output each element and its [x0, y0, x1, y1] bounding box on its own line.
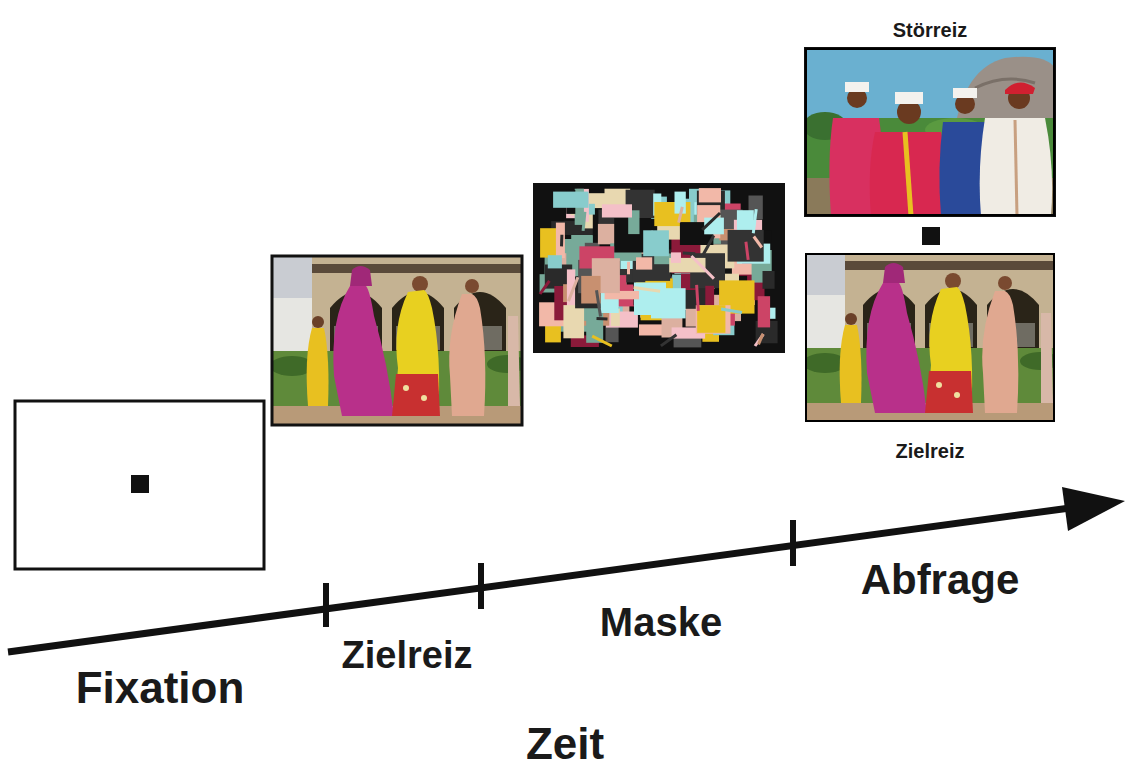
illustration-part	[627, 262, 630, 275]
illustration-part	[721, 309, 742, 313]
illustration-part	[563, 305, 584, 338]
phase-label: Zeit	[526, 720, 604, 768]
illustration-part	[634, 288, 661, 292]
time-tick	[478, 563, 484, 609]
illustration-part	[980, 118, 1052, 216]
illustration-part	[651, 288, 686, 318]
phase-label: Abfrage	[861, 557, 1020, 603]
illustration-part	[895, 92, 923, 104]
photo-panel: Zielreiz	[805, 253, 1055, 422]
illustration-part	[560, 235, 563, 247]
phase-label: Zielreiz	[342, 635, 473, 677]
time-tick	[323, 583, 329, 627]
illustration-part	[728, 230, 764, 262]
illustration-part	[270, 256, 527, 425]
time-axis	[8, 508, 1070, 652]
illustration-part	[556, 223, 565, 259]
photo-frame	[272, 256, 522, 425]
illustration-part	[755, 334, 763, 346]
fixation-dot	[922, 227, 940, 245]
target-photo	[270, 256, 527, 425]
photo-panel: Störreiz	[805, 48, 1055, 216]
distractor-photo	[803, 48, 1055, 216]
illustration-part	[758, 296, 770, 327]
illustration-part	[679, 207, 683, 223]
illustration-part	[691, 256, 714, 279]
stimulus-label: Zielreiz	[767, 440, 1093, 463]
mask-frame	[533, 183, 785, 353]
illustration-part	[597, 317, 608, 321]
photo-frame	[805, 48, 1055, 216]
time-tick	[790, 520, 796, 566]
phase-label: Fixation	[76, 664, 245, 712]
illustration-part	[548, 255, 562, 268]
mask-pattern	[539, 188, 778, 347]
illustration-part	[699, 188, 721, 202]
illustration-part	[905, 132, 911, 216]
illustration-part	[540, 281, 549, 294]
illustration-part	[606, 312, 638, 328]
phase-label: Maske	[600, 600, 722, 644]
illustration-part	[703, 236, 714, 256]
illustration-part	[754, 237, 762, 248]
fixation-dot	[131, 475, 149, 493]
illustration-part	[953, 88, 977, 98]
illustration-part	[553, 192, 588, 208]
illustration-part	[753, 209, 756, 233]
illustration-part	[763, 271, 775, 289]
illustration-part	[592, 336, 612, 346]
illustration-part	[702, 213, 720, 230]
illustration-part	[845, 82, 869, 92]
illustration-part	[597, 290, 601, 316]
illustration-part	[583, 212, 585, 231]
illustration-part	[568, 277, 578, 301]
illustration-part	[602, 204, 632, 217]
illustration-part	[661, 335, 677, 346]
illustration-part	[671, 252, 681, 263]
illustration-part	[746, 242, 748, 260]
illustration-part	[759, 334, 763, 345]
illustration-part	[1015, 120, 1017, 216]
illustration-part	[803, 253, 1060, 422]
illustration-part	[870, 132, 948, 216]
illustration-part	[697, 285, 699, 311]
illustration-part	[719, 280, 754, 313]
stimulus-label: Störreiz	[767, 19, 1093, 42]
illustration-part	[636, 257, 652, 269]
illustration-part	[643, 230, 669, 256]
illustration-part	[1005, 82, 1035, 94]
time-arrowhead	[1062, 487, 1125, 531]
illustration-part	[683, 251, 696, 255]
fixation-frame	[15, 401, 264, 569]
target-photo	[803, 253, 1060, 422]
